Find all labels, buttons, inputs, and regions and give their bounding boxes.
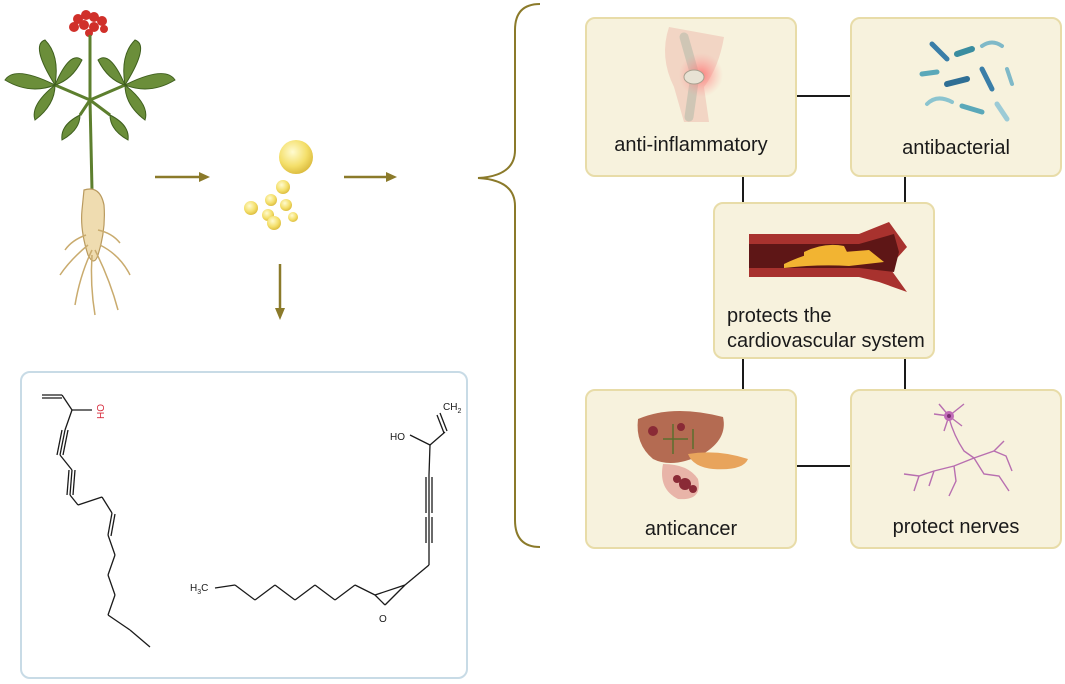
- label-protect-nerves: protect nerves: [892, 516, 1020, 538]
- oil-droplets-icon: [244, 140, 313, 230]
- arrow-down: [275, 264, 285, 320]
- card-anti-inflammatory: anti-inflammatory: [585, 17, 797, 177]
- label-anticancer: anticancer: [644, 518, 738, 540]
- label-anti-inflammatory: anti-inflammatory: [614, 134, 768, 156]
- curly-brace: [477, 3, 541, 548]
- card-protect-nerves: protect nerves: [850, 389, 1062, 549]
- label-antibacterial: antibacterial: [902, 137, 1010, 159]
- molecule-structure-1: HO: [42, 394, 151, 648]
- artery-plaque-icon: [749, 222, 907, 292]
- label-cardiovascular: protects the cardiovascular system: [715, 304, 933, 354]
- h3c-label: H3C: [190, 583, 208, 596]
- card-anticancer: anticancer: [585, 389, 797, 549]
- card-cardiovascular: protects the cardiovascular system: [713, 202, 935, 359]
- arrow-right-1: [155, 172, 210, 182]
- knee-joint-icon: [665, 27, 724, 122]
- label-cardiovascular-line1: protects the: [727, 305, 832, 327]
- bacteria-icon: [919, 40, 1014, 122]
- label-cardiovascular-line2: cardiovascular system: [727, 330, 925, 352]
- liver-organs-icon: [637, 410, 748, 500]
- neuron-icon: [903, 403, 1013, 497]
- molecule-structure-2: HO CH2 H3C O: [190, 402, 461, 625]
- arrow-right-2: [344, 172, 397, 182]
- card-antibacterial: antibacterial: [850, 17, 1062, 177]
- molecule-structures-box: [20, 371, 468, 679]
- ho-label-right: HO: [390, 432, 405, 443]
- ch2-label: CH2: [443, 402, 461, 415]
- epoxide-o-label: O: [379, 614, 387, 625]
- ho-label-left: HO: [96, 404, 107, 419]
- ginseng-plant-icon: [4, 10, 176, 316]
